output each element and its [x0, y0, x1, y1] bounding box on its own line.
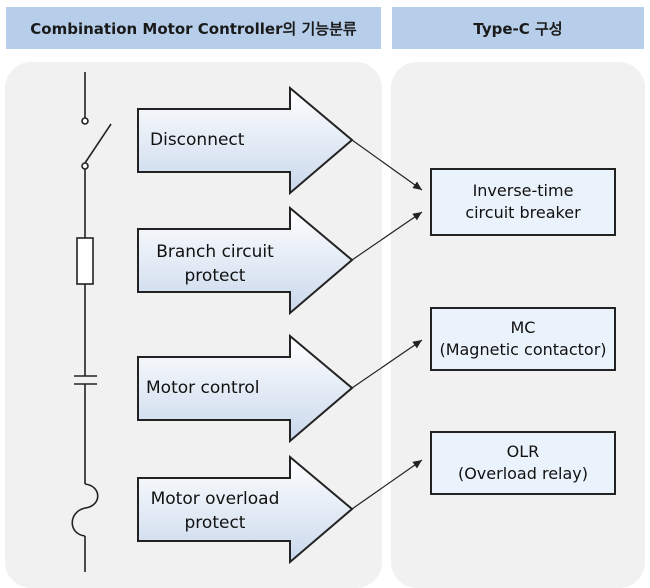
contactor-icon	[74, 375, 97, 385]
function-label: Motor control	[146, 378, 260, 398]
component-box-circuit-breaker: Inverse-time circuit breaker	[430, 168, 616, 236]
function-label: Motor overload protect	[150, 489, 280, 533]
connector-overload	[351, 459, 423, 510]
component-box-contactor: MC (Magnetic contactor)	[430, 307, 616, 371]
disconnect-switch-icon	[81, 117, 112, 170]
function-arrow-motor-control	[137, 333, 354, 444]
function-arrow-disconnect	[137, 85, 354, 196]
function-arrow-branch	[137, 205, 354, 316]
connector-disconnect	[351, 139, 423, 191]
right-header: Type-C 구성	[392, 7, 644, 49]
connector-branch	[351, 211, 423, 261]
connector-motor-control	[351, 339, 423, 389]
function-label: Disconnect	[150, 130, 245, 150]
component-box-overload-relay: OLR (Overload relay)	[430, 431, 616, 495]
fuse-icon	[76, 237, 94, 285]
overload-relay-icon	[71, 483, 99, 537]
left-header: Combination Motor Controller의 기능분류	[6, 7, 381, 49]
function-arrow-overload	[137, 454, 354, 565]
function-label: Branch circuit protect	[156, 242, 274, 286]
